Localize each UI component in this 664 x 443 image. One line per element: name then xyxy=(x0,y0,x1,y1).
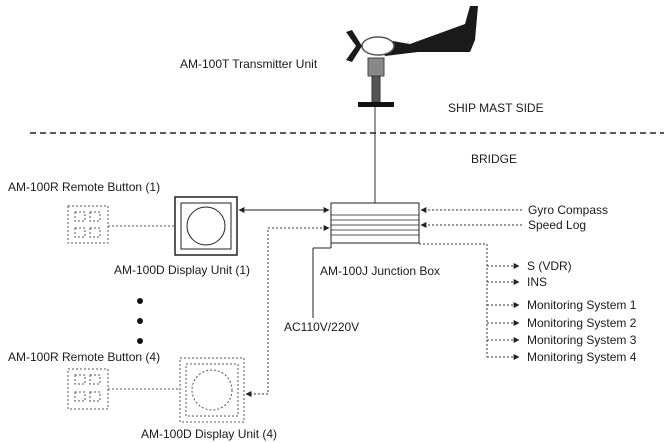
remote-button-1-label: AM-100R Remote Button (1) xyxy=(8,180,161,194)
display-unit-4-label: AM-100D Display Unit (4) xyxy=(141,427,278,441)
output-label-ins: INS xyxy=(527,275,548,289)
output-label-ms1: Monitoring System 1 xyxy=(527,298,637,312)
display-unit-4 xyxy=(179,357,245,423)
output-label-ms3: Monitoring System 3 xyxy=(527,333,637,347)
output-label-ms4: Monitoring System 4 xyxy=(527,350,637,364)
transmitter-label: AM-100T Transmitter Unit xyxy=(180,57,318,71)
output-label-ms2: Monitoring System 2 xyxy=(527,316,637,330)
ship-mast-side-label: SHIP MAST SIDE xyxy=(448,101,544,115)
transmitter-unit-icon xyxy=(346,6,478,107)
power-label: AC110V/220V xyxy=(284,320,360,334)
input-label-speed-log: Speed Log xyxy=(528,218,587,232)
junction-box-label: AM-100J Junction Box xyxy=(320,264,441,278)
bridge-label: BRIDGE xyxy=(471,152,518,166)
display-unit-1 xyxy=(174,196,238,256)
remote-button-4 xyxy=(67,368,109,410)
remote-button-1 xyxy=(67,205,109,244)
remote-button-4-label: AM-100R Remote Button (4) xyxy=(8,350,161,364)
input-label-gyro-compass: Gyro Compass xyxy=(528,203,609,217)
ellipsis-dots xyxy=(137,298,143,344)
display-unit-1-label: AM-100D Display Unit (1) xyxy=(114,263,251,277)
display-4-link xyxy=(245,225,330,397)
junction-box xyxy=(330,202,420,244)
output-label-vdr: S (VDR) xyxy=(527,259,572,273)
